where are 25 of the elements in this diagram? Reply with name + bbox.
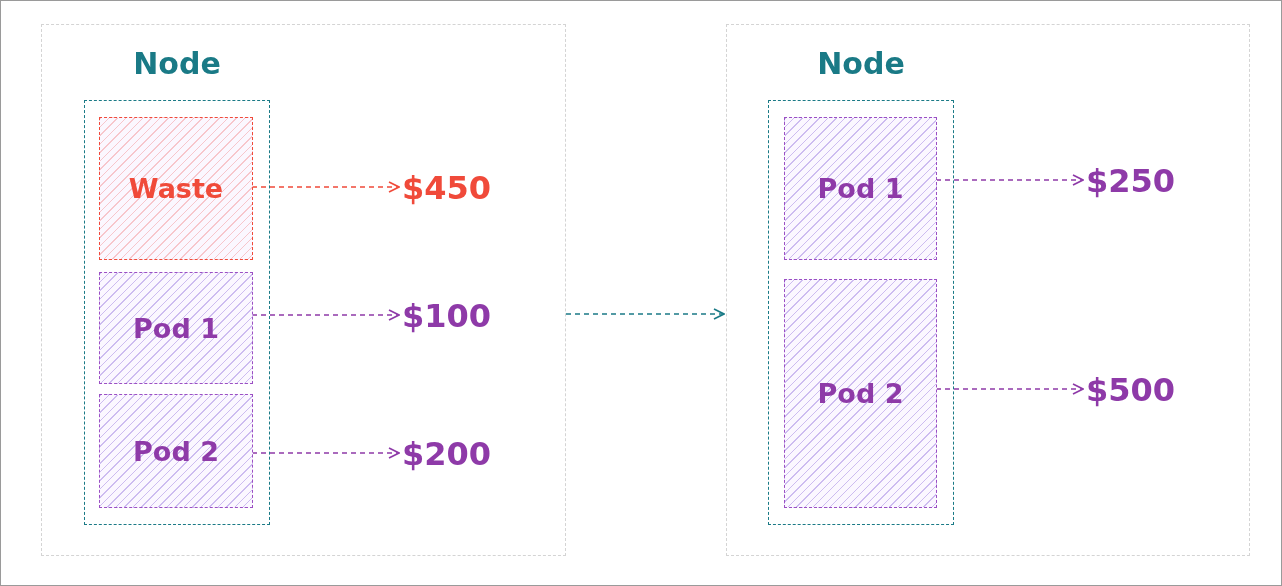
node-heading: Node (816, 46, 906, 81)
dashed-arrow (935, 383, 1084, 395)
box-label: Pod 1 (133, 312, 219, 344)
dashed-panel (41, 24, 566, 556)
dashed-arrow (251, 309, 400, 321)
pod-box (784, 279, 937, 508)
pod-box (99, 272, 253, 384)
cost-value: $200 (402, 435, 492, 473)
waste-box (99, 117, 253, 260)
box-label: Pod 2 (133, 435, 219, 467)
box-label: Waste (128, 173, 224, 204)
pod-box (99, 394, 253, 508)
box-label: Pod 1 (817, 173, 904, 204)
cost-value: $250 (1086, 162, 1176, 200)
cost-value: $450 (402, 169, 492, 207)
dashed-panel (726, 24, 1250, 556)
dashed-arrow (251, 447, 400, 459)
cost-value: $500 (1086, 371, 1176, 409)
dashed-arrow (565, 308, 725, 320)
dashed-arrow (251, 181, 400, 193)
dashed-arrow (935, 174, 1084, 186)
pod-box (784, 117, 937, 260)
cost-value: $100 (402, 297, 492, 335)
box-label: Pod 2 (817, 378, 904, 409)
node-heading: Node (132, 46, 222, 81)
